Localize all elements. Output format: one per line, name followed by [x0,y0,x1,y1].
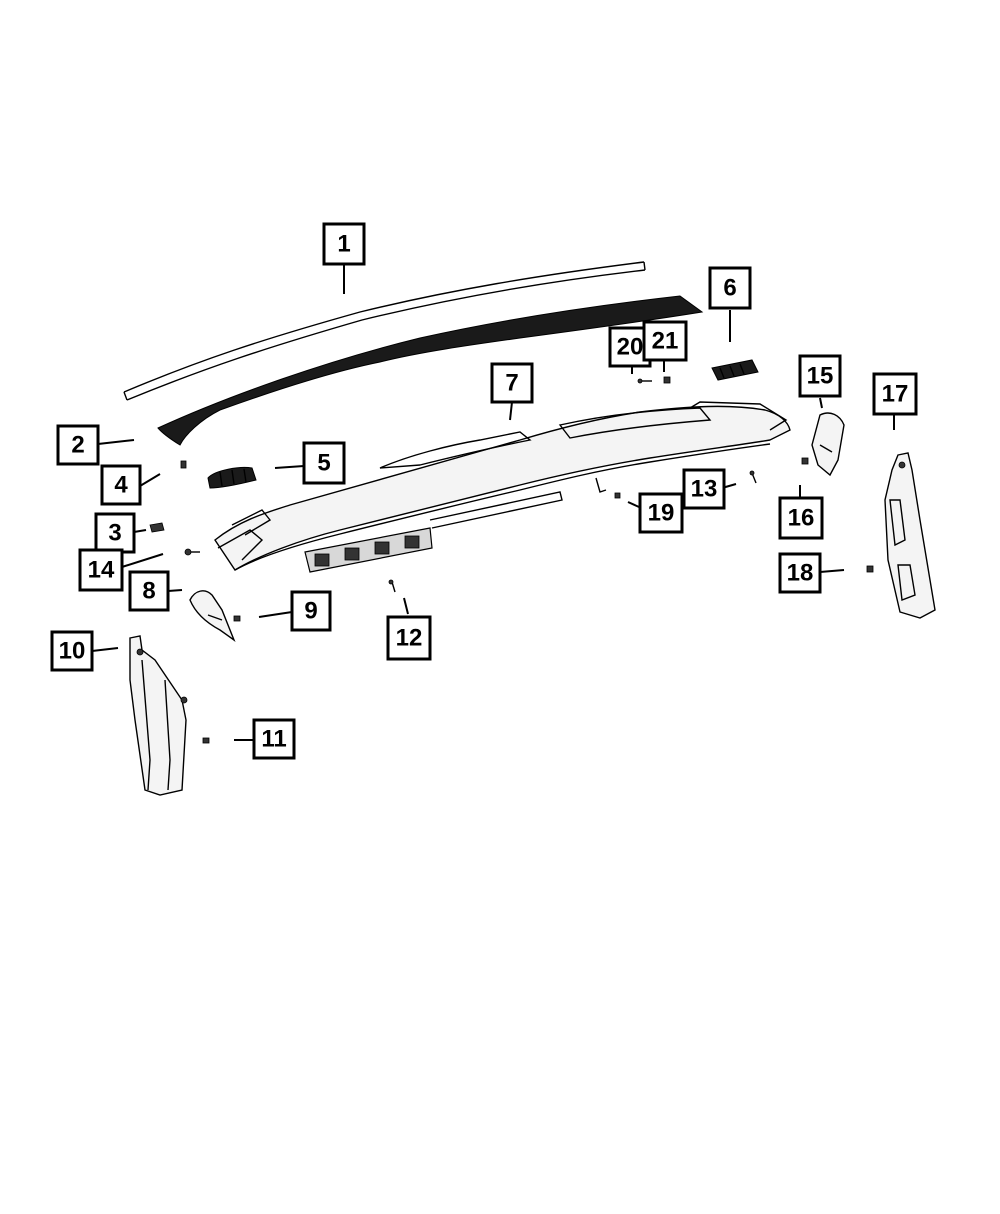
part-upper-dash-pad [157,295,704,446]
callout-12: 12 [386,615,432,661]
svg-text:13: 13 [691,476,718,503]
callout-19: 19 [638,492,684,534]
svg-text:18: 18 [787,560,814,587]
svg-text:17: 17 [882,381,909,408]
svg-text:14: 14 [88,557,115,584]
callout-15: 15 [798,354,842,398]
svg-text:6: 6 [723,275,736,302]
callout-17: 17 [872,372,918,416]
callout-7: 7 [490,362,534,404]
svg-text:1: 1 [337,231,350,258]
svg-text:5: 5 [317,450,330,477]
part-right-vent [711,359,759,381]
callout-10: 10 [50,630,94,672]
callout-8: 8 [128,570,170,612]
callout-16: 16 [778,496,824,540]
callout-14: 14 [78,548,124,592]
svg-text:20: 20 [617,334,644,361]
callout-1: 1 [322,222,366,266]
part-left-end-cap [189,590,236,642]
callout-18: 18 [778,552,822,594]
svg-text:16: 16 [788,505,815,532]
callout-13: 13 [682,468,726,510]
callout-11: 11 [252,718,296,760]
part-right-side-panel [884,452,936,619]
callout-5: 5 [302,441,346,485]
callout-4: 4 [100,464,142,506]
callout-2: 2 [56,424,100,466]
svg-text:19: 19 [648,500,675,527]
svg-text:2: 2 [71,432,84,459]
part-right-end-cap [811,412,845,477]
svg-text:8: 8 [142,578,155,605]
part-windshield-molding [123,261,646,401]
svg-text:15: 15 [807,363,834,390]
callout-3: 3 [94,512,136,554]
part-left-vent [207,467,257,489]
svg-text:10: 10 [59,638,86,665]
svg-text:21: 21 [652,328,679,355]
part-instrument-panel [214,401,791,573]
svg-text:12: 12 [396,625,423,652]
callout-6: 6 [708,266,752,310]
callout-9: 9 [290,590,332,632]
svg-text:7: 7 [505,370,518,397]
callout-21: 21 [642,320,688,362]
svg-text:4: 4 [114,472,128,499]
part-left-side-panel [129,635,188,796]
svg-text:3: 3 [108,520,121,547]
leader-lines [91,264,895,741]
part-small-fasteners [149,376,874,744]
svg-text:11: 11 [261,726,286,753]
svg-text:9: 9 [304,598,317,625]
